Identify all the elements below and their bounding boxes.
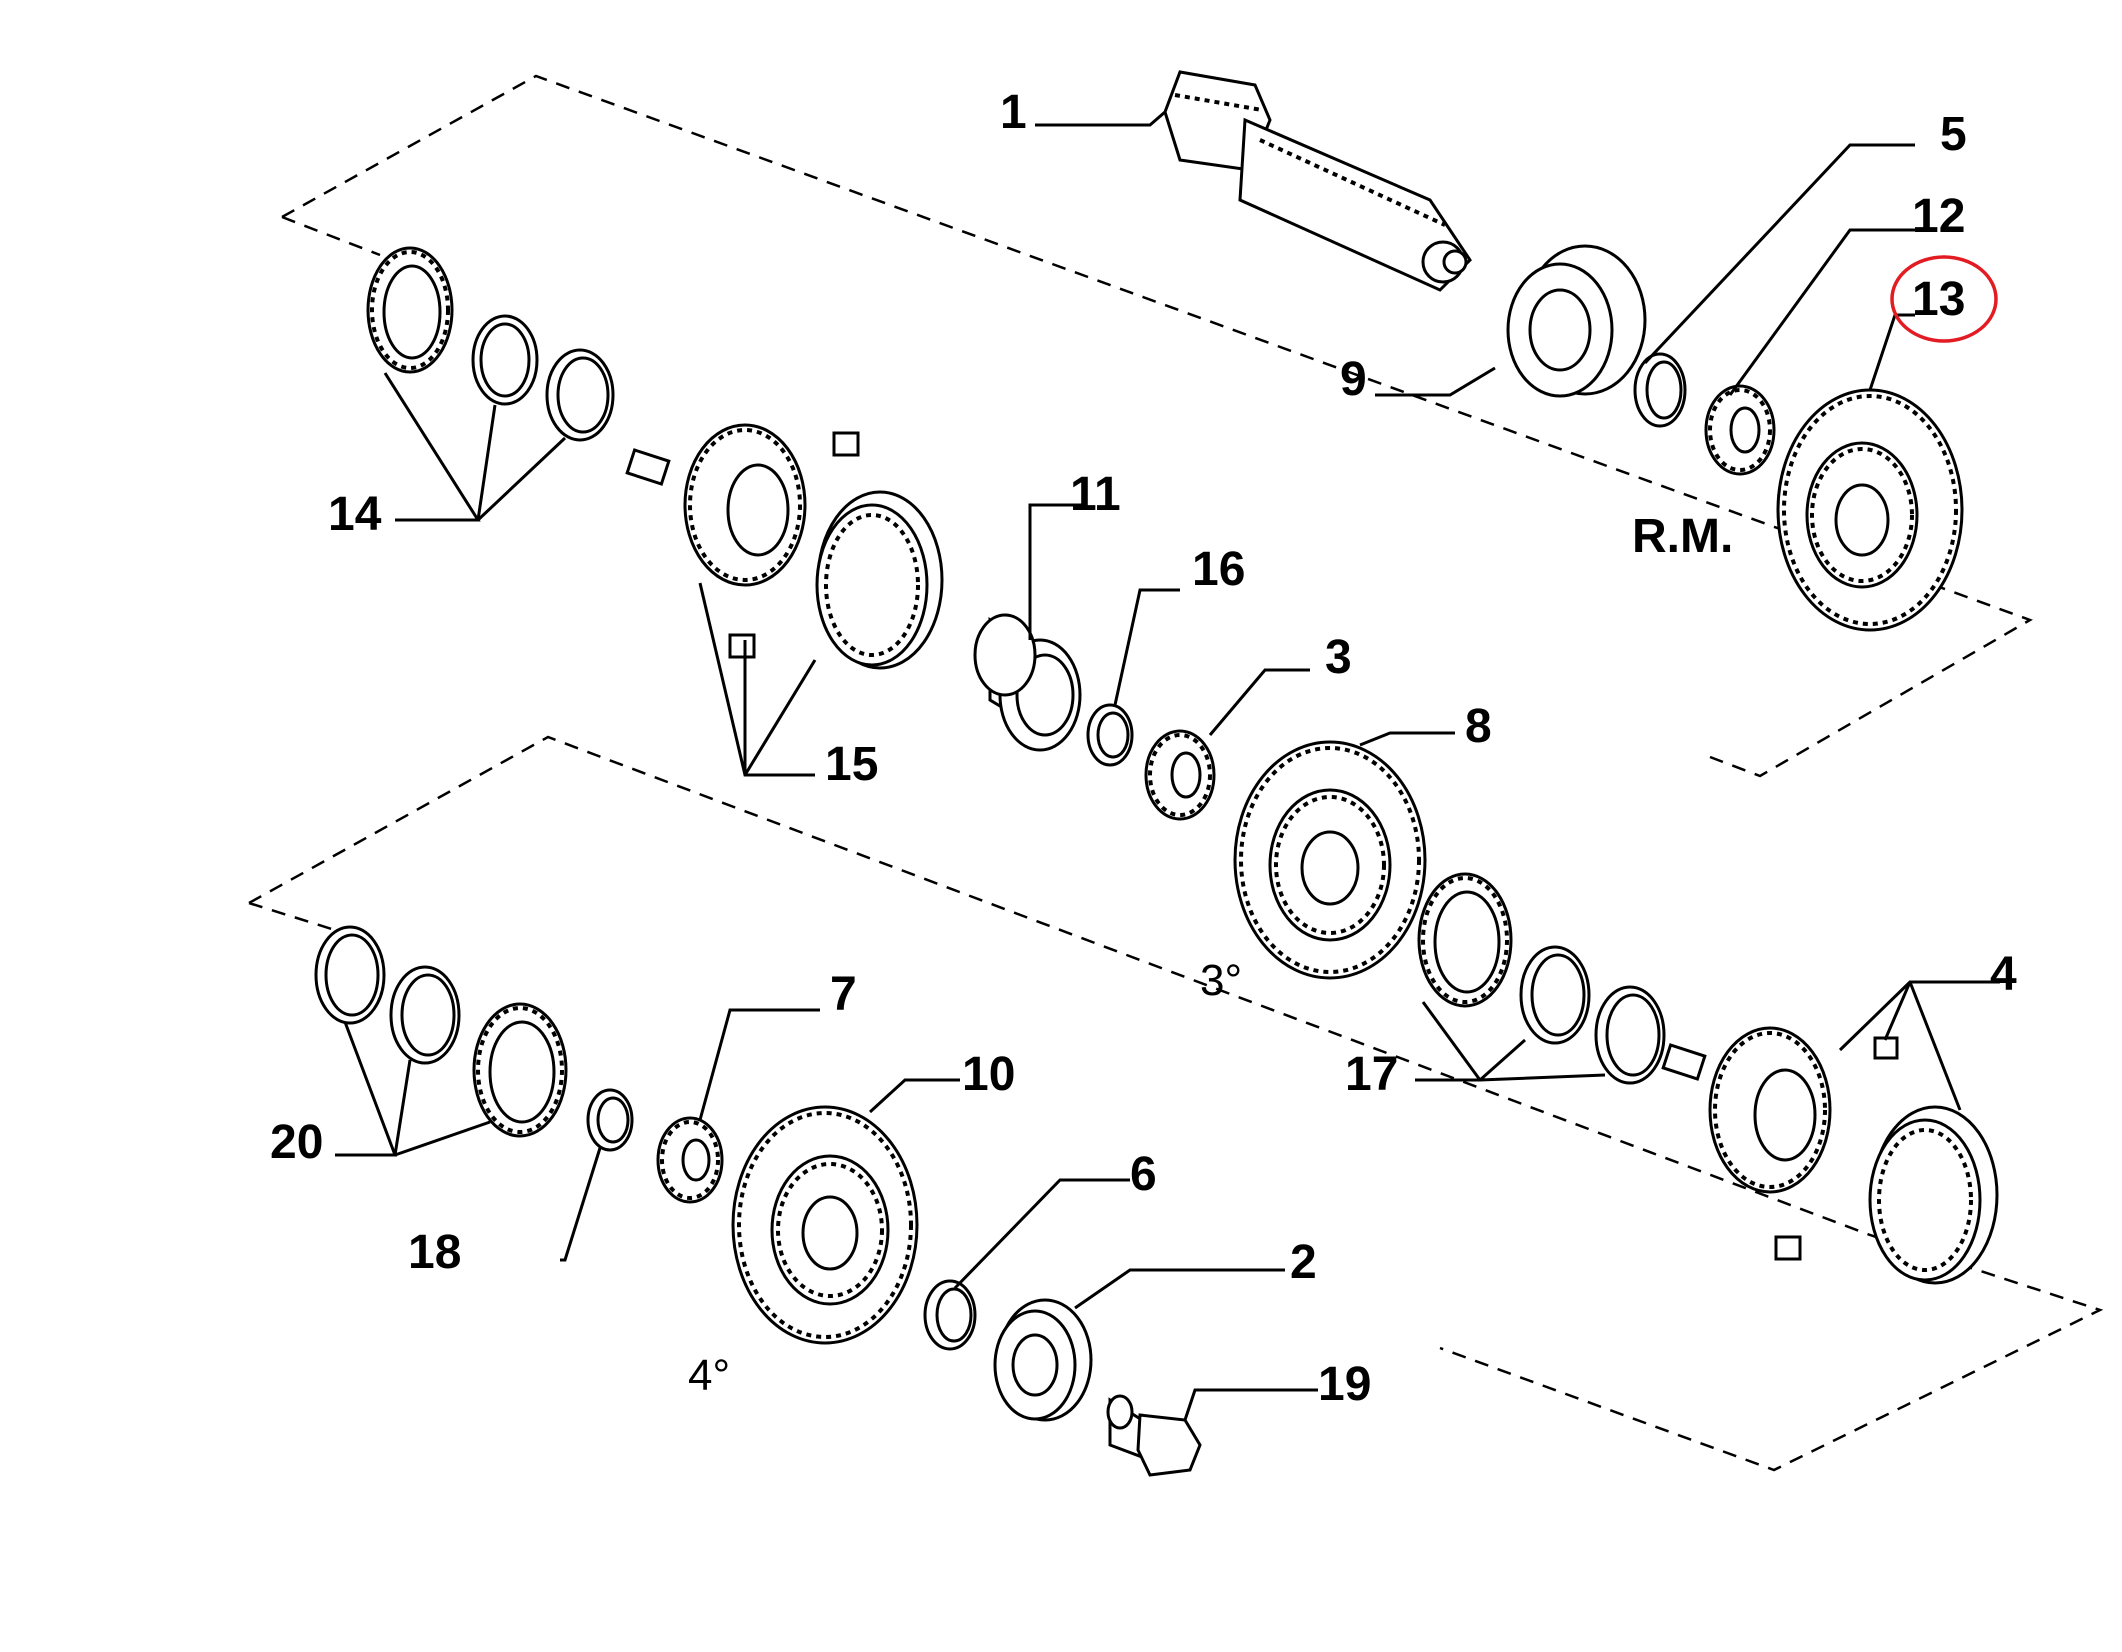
label-10: 10 <box>962 1048 1015 1101</box>
label-3: 3 <box>1325 631 1352 684</box>
label-17: 17 <box>1345 1048 1398 1101</box>
ball-bearing-2 <box>993 1298 1093 1422</box>
third-gear-8 <box>1233 740 1427 980</box>
label-19: 19 <box>1318 1358 1371 1411</box>
fourth-gear-10 <box>731 1105 919 1345</box>
ball-bearing-9 <box>1506 244 1647 398</box>
highlight-circle-13 <box>1890 255 1998 343</box>
label-15: 15 <box>825 738 878 791</box>
snap-ring-6 <box>923 1279 977 1351</box>
label-8: 8 <box>1465 700 1492 753</box>
label-third-gear: 3° <box>1200 956 1242 1005</box>
label-13: 13 <box>1912 273 1965 326</box>
upper-assembly-outline <box>281 74 2033 778</box>
label-4: 4 <box>1990 948 2017 1001</box>
needle-bearing-3 <box>1144 729 1216 821</box>
label-11: 11 <box>1070 468 1121 521</box>
synchro-hub-15 <box>625 423 944 670</box>
bushing-11 <box>973 613 1082 752</box>
needle-bearing-12 <box>1704 384 1776 476</box>
reverse-gear-13 <box>1776 388 1964 632</box>
label-1: 1 <box>1000 86 1027 139</box>
label-20: 20 <box>270 1116 323 1169</box>
label-5: 5 <box>1940 108 1967 161</box>
label-rm: R.M. <box>1632 510 1733 563</box>
snap-ring-5 <box>1633 352 1687 428</box>
synchro-rings-14 <box>366 246 615 442</box>
label-12: 12 <box>1912 190 1965 243</box>
label-16: 16 <box>1192 543 1245 596</box>
synchro-hub-4 <box>1661 1026 1999 1285</box>
needle-bearing-7 <box>656 1116 724 1204</box>
label-6: 6 <box>1130 1148 1157 1201</box>
snap-ring-18 <box>586 1088 634 1152</box>
input-shaft <box>1163 70 1472 292</box>
label-14: 14 <box>328 488 382 541</box>
bolt-19 <box>1106 1394 1202 1477</box>
lower-assembly-outline <box>248 735 2104 1472</box>
synchro-rings-17 <box>1417 872 1666 1085</box>
label-18: 18 <box>408 1226 461 1279</box>
snap-ring-16 <box>1086 703 1134 767</box>
label-7: 7 <box>830 968 857 1021</box>
label-2: 2 <box>1290 1236 1317 1289</box>
leader-lines <box>335 110 2000 1421</box>
synchro-rings-20 <box>314 925 568 1138</box>
label-9: 9 <box>1340 353 1367 406</box>
label-fourth-gear: 4° <box>688 1351 730 1400</box>
